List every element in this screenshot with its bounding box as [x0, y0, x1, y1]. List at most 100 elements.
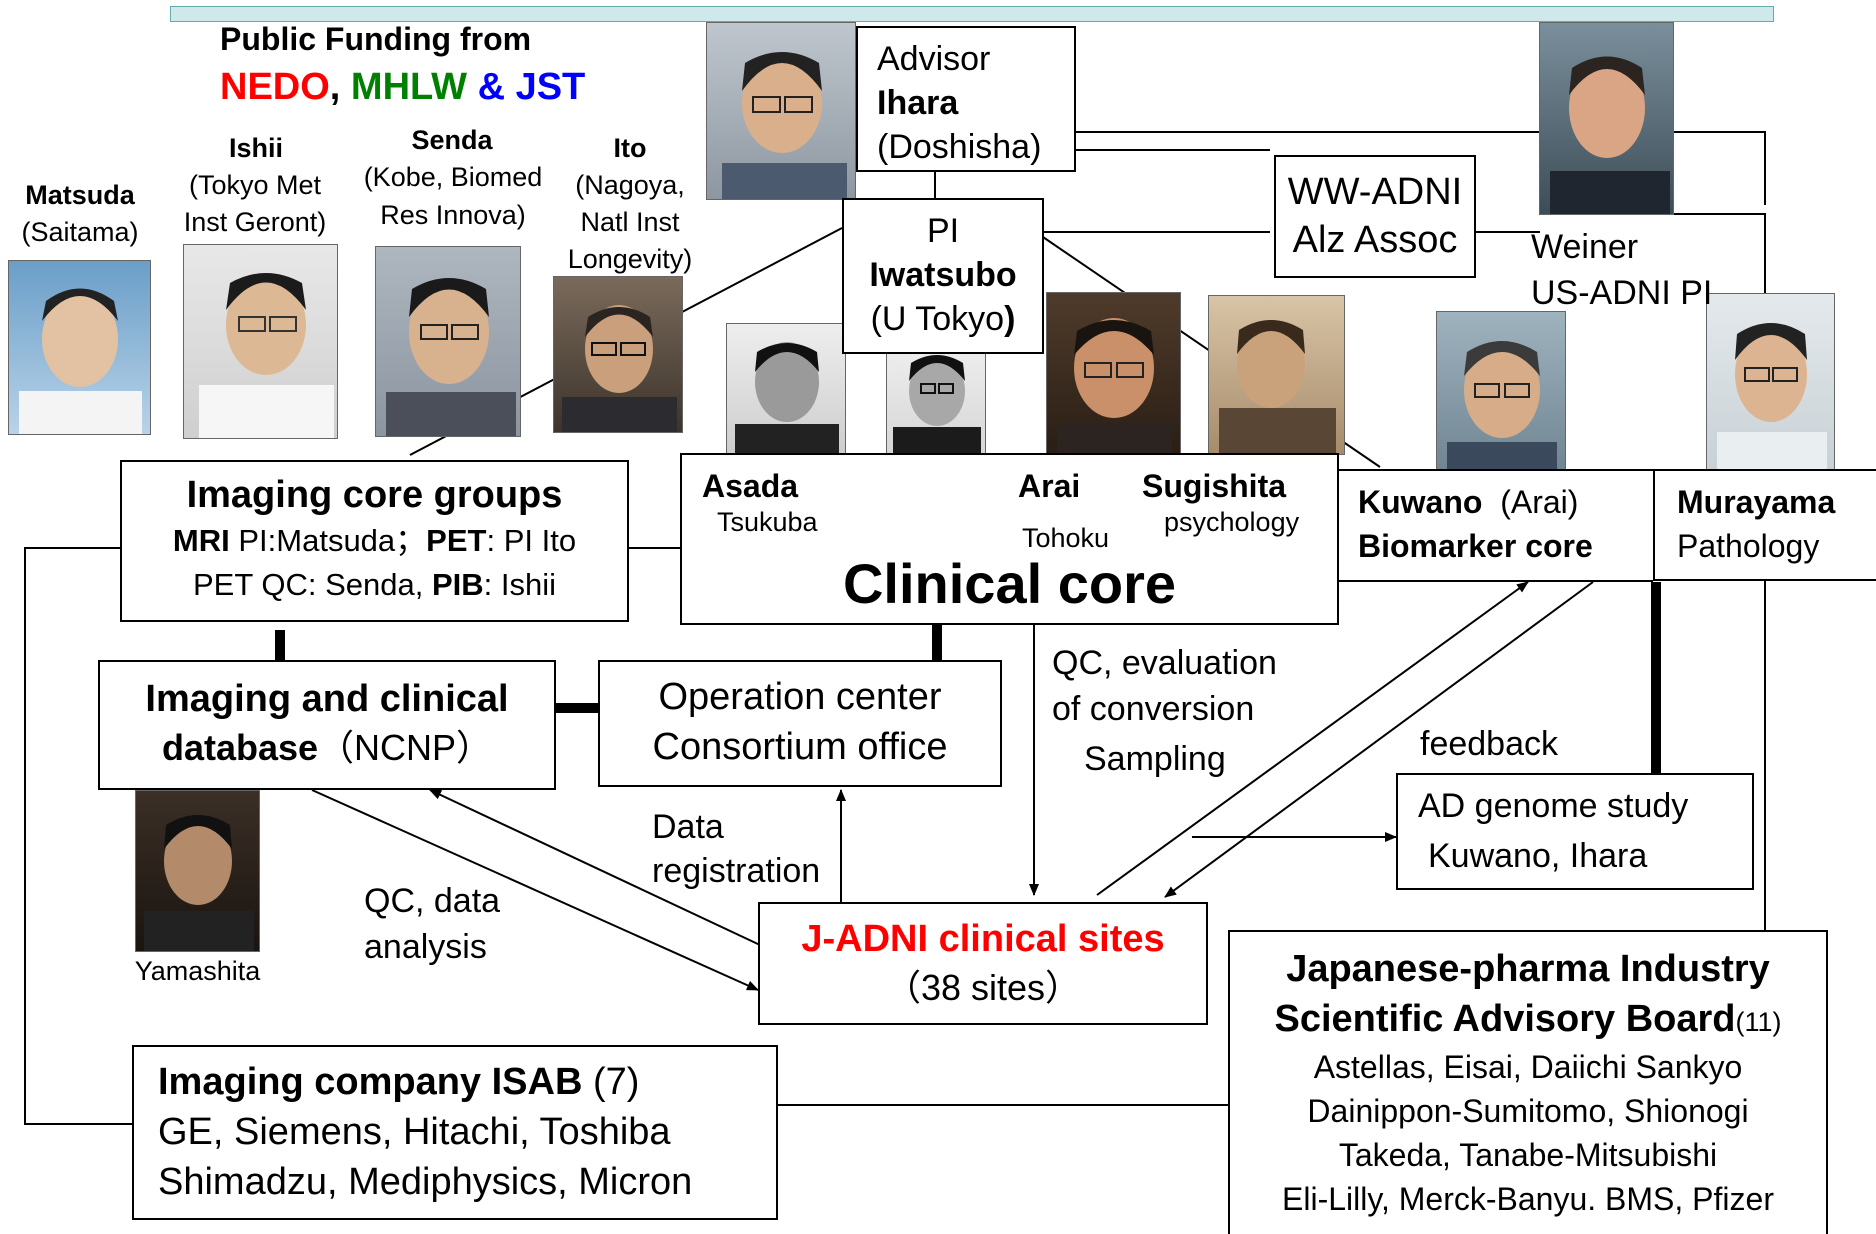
ito-name: Ito [613, 133, 647, 163]
imaging-core-pet-qc: PET QC: Senda, [193, 567, 432, 602]
pharma-line4: Eli-Lilly, Merck-Banyu. BMS, Pfizer [1282, 1181, 1774, 1217]
arai-affil: Tohoku [1022, 523, 1110, 553]
biomarker-name: Kuwano [1358, 484, 1483, 520]
pi-name: Iwatsubo [869, 256, 1017, 294]
imaging-core-pet: PET [426, 523, 487, 558]
ito-affil-3: Longevity) [567, 244, 693, 274]
ww-adni-line1: WW-ADNI [1287, 171, 1463, 213]
label-qc-eval-1: QC, evaluation [1052, 644, 1277, 682]
genome-line1: AD genome study [1418, 787, 1689, 825]
pathology-box: Murayama Pathology [1653, 469, 1876, 581]
pathology-title: Pathology [1677, 528, 1820, 564]
imaging-isab-line3: Shimadzu, Mediphysics, Micron [158, 1161, 693, 1203]
clinical-core-photo-2 [886, 338, 986, 455]
senda-affil-1: (Kobe, Biomed [363, 162, 543, 192]
imaging-core-line2: MRI PI:Matsuda；PET: PI Ito [122, 523, 627, 559]
asada-affil: Tsukuba [717, 507, 818, 537]
imaging-isab-title: Imaging company ISAB [158, 1061, 583, 1103]
advisor-box: Advisor Ihara (Doshisha) [856, 26, 1076, 172]
operation-line2: Consortium office [652, 726, 948, 768]
yamashita-photo [135, 790, 260, 952]
funding-jst: JST [515, 66, 586, 108]
genome-line2: Kuwano, Ihara [1428, 837, 1648, 875]
weiner-photo [1539, 22, 1674, 215]
clinical-sites-box: J-ADNI clinical sites （38 sites） [758, 902, 1208, 1025]
arai-photo [1046, 292, 1181, 455]
label-sampling: Sampling [1084, 740, 1226, 778]
biomarker-title: Biomarker core [1358, 528, 1593, 564]
funding-mhlw: MHLW [350, 66, 467, 108]
weiner-role: US-ADNI PI [1531, 274, 1713, 312]
label-data-registration-1: Data [652, 808, 724, 846]
clinical-sites-count: （38 sites） [884, 967, 1082, 1008]
ihara-photo [706, 22, 856, 200]
imaging-core-mri-rest: PI:Matsuda； [229, 523, 427, 558]
advisor-role: Advisor [877, 40, 991, 78]
pi-role: PI [926, 212, 960, 250]
database-line1: Imaging and clinical [145, 678, 509, 720]
database-line2: database（NCNP） [100, 727, 554, 768]
funding-amp: & [477, 66, 506, 108]
ww-adni-box: WW-ADNI Alz Assoc [1274, 155, 1476, 278]
pharma-title2: Scientific Advisory Board [1274, 998, 1736, 1040]
ishii-name: Ishii [228, 133, 283, 163]
imaging-isab-box: Imaging company ISAB (7) GE, Siemens, Hi… [132, 1045, 778, 1220]
senda-name: Senda [411, 125, 493, 155]
imaging-core-line3: PET QC: Senda, PIB: Ishii [122, 567, 627, 603]
weiner-name: Weiner [1531, 228, 1639, 266]
imaging-core-box: Imaging core groups MRI PI:Matsuda；PET: … [120, 460, 629, 622]
asada-name: Asada [702, 468, 799, 504]
clinical-core-box: Asada Tsukuba Arai Tohoku Sugishita psyc… [680, 453, 1339, 625]
clinical-sites-title: J-ADNI clinical sites [801, 918, 1165, 960]
label-data-registration-2: registration [652, 852, 821, 890]
imaging-core-mri: MRI [172, 523, 230, 558]
imaging-core-pib-rest: : Ishii [483, 567, 556, 602]
imaging-isab-title-line: Imaging company ISAB (7) [158, 1061, 639, 1104]
sugishita-name: Sugishita [1142, 468, 1287, 504]
top-bar [170, 6, 1774, 22]
sugishita-photo [1208, 295, 1345, 455]
matsuda-photo [8, 260, 151, 435]
arai-name: Arai [1018, 468, 1081, 504]
pi-affil-paren: ) [1004, 300, 1016, 338]
matsuda-name: Matsuda [25, 180, 135, 210]
ito-affil-2: Natl Inst [580, 207, 680, 237]
pi-box: PI Iwatsubo (U Tokyo) [842, 198, 1044, 354]
kuwano-photo [1436, 311, 1566, 476]
senda-affil-2: Res Innova) [380, 200, 526, 230]
pharma-line2: Dainippon-Sumitomo, Shionogi [1307, 1093, 1749, 1129]
pharma-title1: Japanese-pharma Industry [1286, 948, 1770, 990]
asada-photo [726, 323, 846, 455]
database-box: Imaging and clinical database（NCNP） [98, 660, 556, 790]
label-feedback: feedback [1420, 725, 1558, 763]
funding-comma: , [329, 66, 341, 108]
imaging-core-title: Imaging core groups [186, 474, 563, 516]
matsuda-affil: (Saitama) [21, 217, 139, 247]
pharma-count: (11) [1735, 1007, 1782, 1037]
funding-nedo: NEDO [220, 66, 330, 108]
imaging-isab-count: (7) [582, 1061, 640, 1103]
advisor-name: Ihara [877, 84, 959, 122]
senda-photo [375, 246, 521, 437]
clinical-core-title: Clinical core [842, 552, 1177, 615]
operation-line1: Operation center [658, 676, 942, 718]
imaging-isab-line2: GE, Siemens, Hitachi, Toshiba [158, 1111, 671, 1153]
murayama-photo [1706, 293, 1835, 471]
pharma-line3: Takeda, Tanabe-Mitsubishi [1338, 1137, 1718, 1173]
label-qc-data-2: analysis [364, 928, 487, 966]
imaging-core-pib: PIB [431, 567, 484, 602]
label-qc-data-1: QC, data [364, 882, 501, 920]
ito-affil-1: (Nagoya, [575, 170, 685, 200]
pathology-name: Murayama [1677, 484, 1836, 520]
genome-box: AD genome study Kuwano, Ihara [1396, 773, 1754, 890]
ww-adni-line2: Alz Assoc [1292, 219, 1458, 261]
biomarker-name-line: Kuwano (Arai) [1358, 484, 1579, 521]
ishii-affil-2: Inst Geront) [183, 207, 327, 237]
label-qc-eval-2: of conversion [1052, 690, 1255, 728]
biomarker-paren: (Arai) [1500, 484, 1579, 520]
ito-photo [553, 276, 683, 433]
advisor-affil: (Doshisha) [877, 128, 1042, 166]
funding-title: Public Funding from [220, 21, 532, 57]
funding-agencies: NEDO, MHLW & JST [220, 66, 585, 109]
